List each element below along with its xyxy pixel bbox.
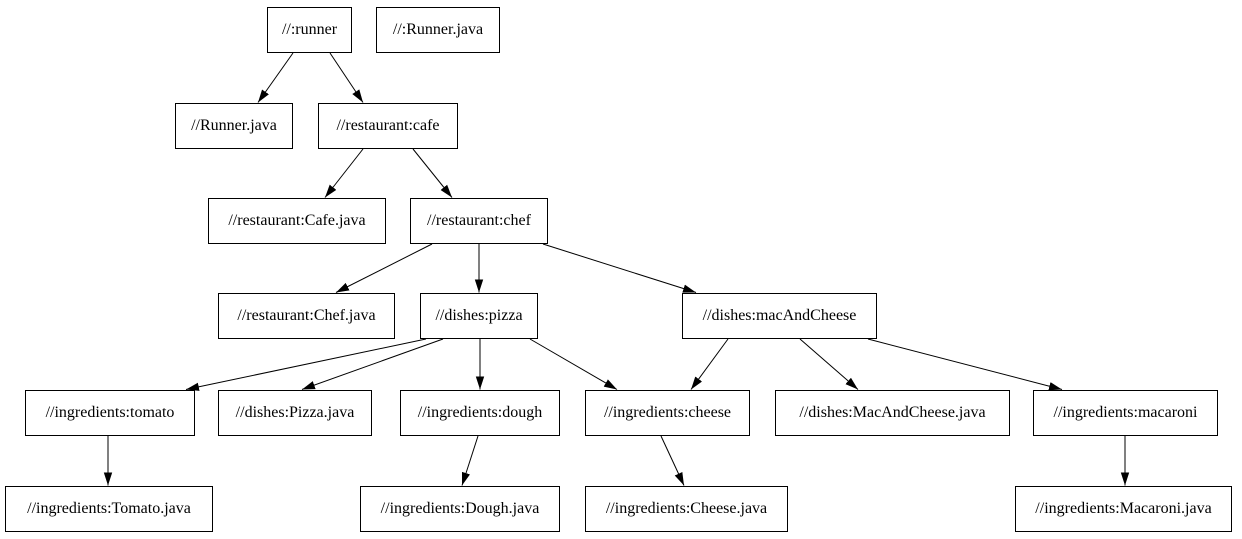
graph-node-macaroni-java: //ingredients:Macaroni.java: [1015, 486, 1232, 532]
graph-node-tomato: //ingredients:tomato: [25, 390, 195, 436]
graph-node-tomato-java: //ingredients:Tomato.java: [5, 486, 213, 532]
edge-mac-and-cheese-to-macaroni: [867, 338, 1063, 391]
edge-runner-to-cafe: [329, 52, 364, 103]
graph-node-mac-and-cheese-java: //dishes:MacAndCheese.java: [775, 390, 1010, 436]
graph-node-dough: //ingredients:dough: [400, 390, 560, 436]
graph-node-cheese-java: //ingredients:Cheese.java: [585, 486, 788, 532]
edge-cafe-to-cafe-java: [324, 148, 364, 198]
graph-node-runner: //:runner: [267, 7, 352, 53]
graph-node-dough-java: //ingredients:Dough.java: [360, 486, 560, 532]
edge-pizza-to-pizza-java: [301, 338, 444, 390]
edge-cheese-to-cheese-java: [660, 435, 685, 486]
edge-mac-and-cheese-to-mac-and-cheese-java: [799, 338, 859, 390]
graph-node-runner-java-root: //:Runner.java: [376, 7, 500, 53]
graph-node-chef: //restaurant:chef: [410, 198, 548, 244]
edge-runner-to-runner-java: [257, 52, 294, 103]
edge-pizza-to-cheese: [529, 338, 618, 390]
edge-dough-to-dough-java: [461, 435, 479, 486]
edge-pizza-to-tomato: [185, 338, 427, 391]
edge-mac-and-cheese-to-cheese: [690, 338, 729, 390]
edge-chef-to-chef-java: [335, 243, 433, 293]
graph-node-cafe: //restaurant:cafe: [318, 103, 458, 149]
graph-node-cafe-java: //restaurant:Cafe.java: [208, 198, 386, 244]
graph-node-chef-java: //restaurant:Chef.java: [218, 293, 395, 339]
graph-node-mac-and-cheese: //dishes:macAndCheese: [682, 293, 877, 339]
graph-node-cheese: //ingredients:cheese: [585, 390, 750, 436]
graph-node-runner-java: //Runner.java: [175, 103, 293, 149]
edges-group: [103, 52, 1130, 486]
graph-node-macaroni: //ingredients:macaroni: [1033, 390, 1218, 436]
graph-node-pizza-java: //dishes:Pizza.java: [218, 390, 372, 436]
edge-cafe-to-chef: [412, 148, 453, 198]
graph-node-pizza: //dishes:pizza: [420, 293, 538, 339]
edge-chef-to-mac-and-cheese: [542, 243, 697, 293]
